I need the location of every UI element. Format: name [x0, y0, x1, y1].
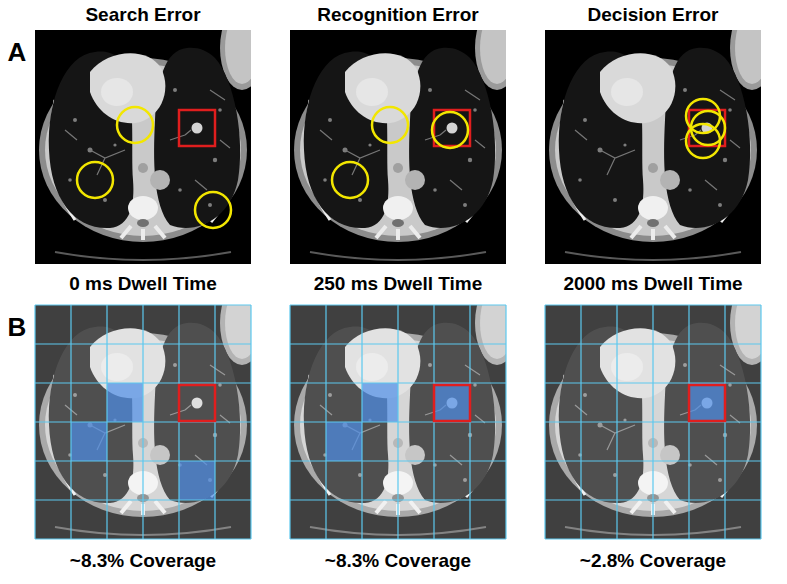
panel-a1: [35, 6, 264, 264]
target-box: [179, 110, 215, 146]
ct-slice: [35, 281, 264, 539]
fixation-circle: [332, 162, 368, 198]
target-box: [689, 385, 725, 421]
panel-a3: [545, 6, 774, 264]
panel-caption: ~8.3% Coverage: [325, 551, 471, 572]
dim-overlay: [290, 305, 506, 539]
covered-cell: [326, 422, 362, 461]
panel-caption: ~2.8% Coverage: [580, 551, 726, 572]
fixation-circle: [432, 112, 468, 148]
fixation-circle: [686, 124, 720, 158]
covered-cell: [434, 383, 470, 422]
covered-cell: [71, 422, 107, 461]
covered-cell: [362, 383, 398, 422]
target-box: [179, 385, 215, 421]
panel-title: Decision Error: [588, 5, 719, 26]
grid: [35, 305, 251, 539]
fixation-circle: [195, 192, 231, 228]
covered-cell: [107, 383, 143, 422]
fixation-circle: [117, 107, 153, 143]
panel-letter: B: [8, 313, 27, 342]
panel-b3: [545, 281, 774, 539]
panel-caption: 0 ms Dwell Time: [69, 274, 217, 295]
panel-caption: 2000 ms Dwell Time: [563, 274, 742, 295]
covered-cell: [179, 461, 215, 500]
panel-a2: [290, 6, 519, 264]
panel-b2: [290, 281, 519, 539]
ct-slice: [545, 6, 774, 264]
panel-caption: 250 ms Dwell Time: [314, 274, 483, 295]
fixation-circle: [77, 162, 113, 198]
ct-slice: [290, 281, 519, 539]
ct-slice: [290, 6, 519, 264]
panel-title: Search Error: [85, 5, 200, 26]
target-box: [434, 385, 470, 421]
panel-letter: A: [8, 38, 27, 67]
ct-slice: [545, 281, 774, 539]
dim-overlay: [35, 305, 251, 539]
grid: [290, 305, 506, 539]
dim-overlay: [545, 305, 761, 539]
panel-caption: ~8.3% Coverage: [70, 551, 216, 572]
panel-b1: [35, 281, 264, 539]
ct-slice: [35, 6, 264, 264]
panel-title: Recognition Error: [317, 5, 479, 26]
grid: [545, 305, 761, 539]
fixation-circle: [372, 107, 408, 143]
covered-cell: [689, 383, 725, 422]
